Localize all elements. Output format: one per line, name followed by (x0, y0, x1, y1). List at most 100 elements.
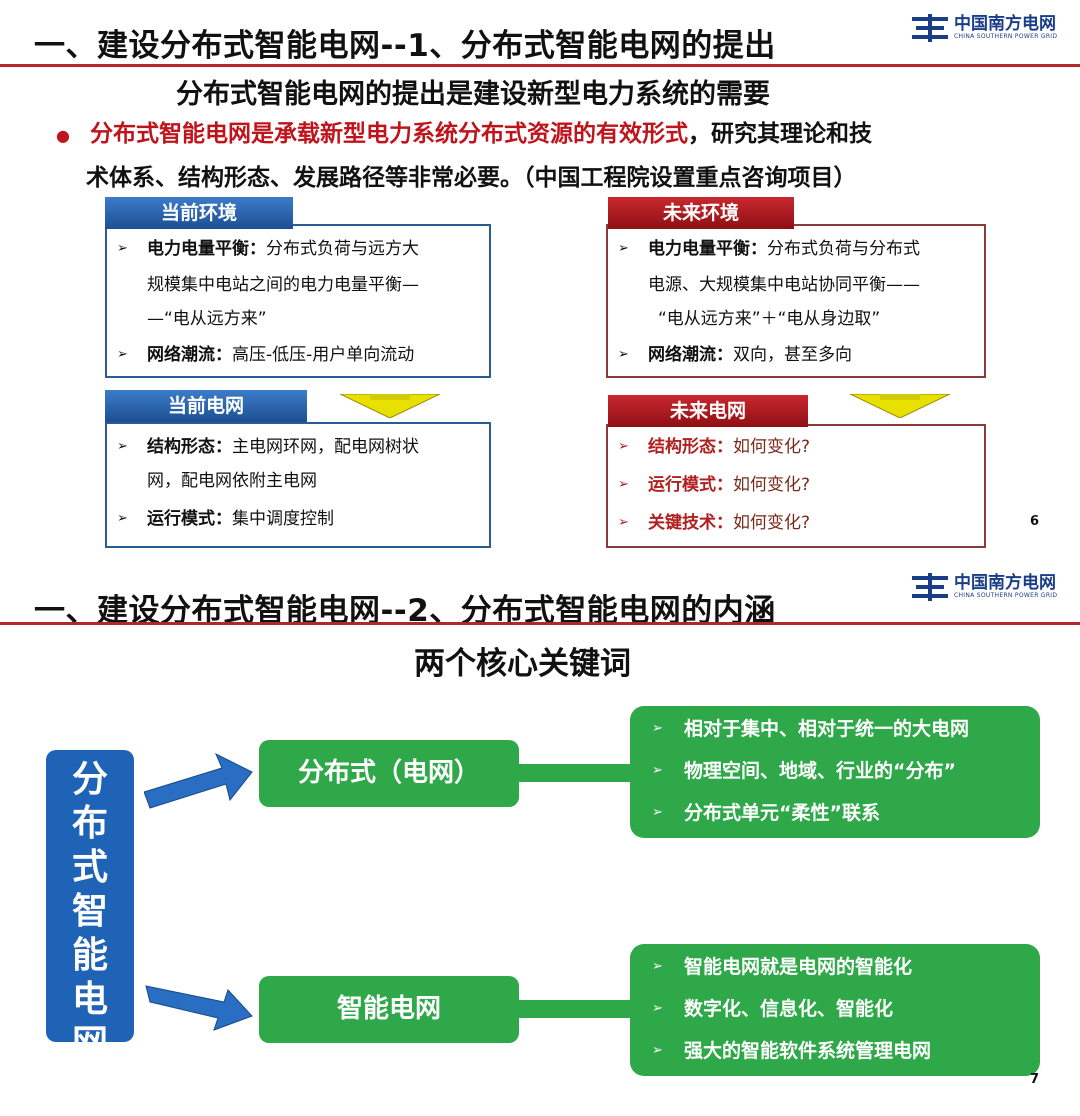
item-text: “电从远方来”＋“电从身边取” (658, 309, 881, 329)
arrowhead-bullet-icon: ➢ (652, 721, 663, 736)
keyword-smart-grid-label: 智能电网 (336, 994, 441, 1024)
item-label: 运行模式 (648, 475, 716, 495)
point-text: 智能电网就是电网的智能化 (684, 956, 913, 978)
tile-char: 式 (71, 847, 108, 888)
arrowhead-bullet-icon: ➢ (652, 805, 663, 820)
item-text: 电源、大规模集中电站协同平衡—— (648, 275, 920, 295)
logo-csg-bottom: 中国南方电网 CHINA SOUTHERN POWER GRID (912, 573, 1057, 601)
logo-csg-top: 中国南方电网 CHINA SOUTHERN POWER GRID (912, 14, 1057, 42)
item-label: 网络潮流 (147, 345, 215, 365)
title-rule-bottom (0, 622, 1080, 625)
point-text: 强大的智能软件系统管理电网 (684, 1040, 932, 1062)
arrowhead-bullet-icon: ➢ (652, 959, 663, 974)
page-number-6: 6 (1030, 514, 1040, 529)
tile-char: 智 (71, 891, 108, 932)
point-text: 分布式单元“柔性”联系 (684, 802, 880, 824)
future-grid-item-1: ➢ 结构形态：如何变化? (618, 430, 810, 464)
arrowhead-bullet-icon: ➢ (618, 439, 629, 454)
arrowhead-bullet-icon: ➢ (618, 347, 629, 362)
item-sep: ： (215, 345, 232, 365)
future-grid-item-3: ➢ 关键技术：如何变化? (618, 506, 810, 540)
tile-char: 分 (71, 759, 108, 800)
keyword-distributed-label: 分布式（电网） (297, 758, 480, 788)
keyword-smart-grid-box: 智能电网 (259, 976, 519, 1043)
future-grid-tag: 未来电网 (608, 395, 808, 427)
distributed-smart-grid-tile: 分 布 式 智 能 电 网 (46, 750, 134, 1064)
point-row: ➢ 相对于集中、相对于统一的大电网 (630, 708, 1040, 750)
arrowhead-bullet-icon: ➢ (117, 439, 128, 454)
arrowhead-bullet-icon: ➢ (618, 477, 629, 492)
arrowhead-bullet-icon: ➢ (618, 241, 629, 256)
keyword-smart-grid-points: ➢智能电网就是电网的智能化 ➢数字化、信息化、智能化 ➢强大的智能软件系统管理电… (630, 944, 1040, 1076)
item-text: 如何变化? (733, 513, 811, 533)
tile-char: 电 (71, 979, 108, 1020)
current-env-tag: 当前环境 (105, 197, 293, 229)
future-env-item-2: ➢ 网络潮流：双向，甚至多向 (618, 338, 983, 372)
current-env-panel: ➢ 电力电量平衡：分布式负荷与远方大 规模集中电站之间的电力电量平衡— —“电从… (105, 224, 491, 378)
slide1-subtitle: 分布式智能电网的提出是建设新型电力系统的需要 (176, 79, 770, 110)
connector-2 (519, 1000, 631, 1018)
item-label: 运行模式 (147, 509, 215, 529)
csg-logo-icon (912, 573, 948, 601)
item-text: 网，配电网依附主电网 (147, 471, 317, 491)
item-sep: ： (716, 345, 733, 365)
current-env-item-1: ➢ 电力电量平衡：分布式负荷与远方大 (117, 232, 487, 266)
future-env-tag: 未来环境 (608, 197, 794, 229)
yellow-down-arrow-icon (850, 394, 950, 418)
current-grid-item-1: ➢ 结构形态：主电网环网，配电网树状 (117, 430, 487, 464)
current-grid-tag: 当前电网 (105, 390, 307, 422)
intro-line-1: ●分布式智能电网是承载新型电力系统分布式资源的有效形式，研究其理论和技 (56, 114, 872, 148)
point-text: 相对于集中、相对于统一的大电网 (684, 718, 970, 740)
tile-char: 布 (71, 803, 108, 844)
current-grid-item-2: ➢ 运行模式：集中调度控制 (117, 502, 487, 536)
item-text: 规模集中电站之间的电力电量平衡— (147, 275, 419, 295)
item-label: 结构形态 (648, 437, 716, 457)
blue-right-arrow-icon (145, 985, 253, 1031)
tile-char: 网 (71, 1023, 108, 1064)
point-row: ➢ 分布式单元“柔性”联系 (630, 792, 1040, 834)
page-number-7: 7 (1030, 1072, 1040, 1087)
item-sep: ： (249, 239, 266, 259)
keyword-distributed-box: 分布式（电网） (259, 740, 519, 807)
connector-1 (519, 764, 631, 782)
intro-line-2: 术体系、结构形态、发展路径等非常必要。（中国工程院设置重点咨询项目） (86, 165, 857, 191)
future-grid-item-2: ➢ 运行模式：如何变化? (618, 468, 810, 502)
item-sep: ： (716, 437, 733, 457)
point-row: ➢强大的智能软件系统管理电网 (630, 1030, 1040, 1072)
future-env-item-1: ➢ 电力电量平衡：分布式负荷与分布式 (618, 232, 983, 266)
logo-name-en: CHINA SOUTHERN POWER GRID (954, 592, 1058, 599)
intro-red-text: 分布式智能电网是承载新型电力系统分布式资源的有效形式 (89, 121, 688, 147)
future-env-item-1-line2: 电源、大规模集中电站协同平衡—— (648, 268, 920, 302)
item-text: 双向，甚至多向 (733, 345, 852, 365)
item-text: 集中调度控制 (232, 509, 334, 529)
item-sep: ： (215, 437, 232, 457)
current-env-item-1-line3: —“电从远方来” (147, 302, 267, 336)
arrowhead-bullet-icon: ➢ (652, 1001, 663, 1016)
item-text: 分布式负荷与远方大 (266, 239, 419, 259)
current-env-item-1-line2: 规模集中电站之间的电力电量平衡— (147, 268, 419, 302)
arrowhead-bullet-icon: ➢ (618, 515, 629, 530)
point-row: ➢数字化、信息化、智能化 (630, 988, 1040, 1030)
item-label: 电力电量平衡 (648, 239, 750, 259)
item-label: 关键技术 (648, 513, 716, 533)
item-text: 高压-低压-用户单向流动 (232, 345, 415, 365)
logo-name-en: CHINA SOUTHERN POWER GRID (954, 33, 1058, 40)
item-sep: ： (750, 239, 767, 259)
point-row: ➢物理空间、地域、行业的“分布” (630, 750, 1040, 792)
current-grid-panel: ➢ 结构形态：主电网环网，配电网树状 网，配电网依附主电网 ➢ 运行模式：集中调… (105, 422, 491, 548)
point-text: 物理空间、地域、行业的“分布” (684, 760, 956, 782)
intro-rest-text: ，研究其理论和技 (687, 121, 872, 147)
item-label: 结构形态 (147, 437, 215, 457)
item-label: 网络潮流 (648, 345, 716, 365)
item-text: 主电网环网，配电网树状 (232, 437, 419, 457)
item-sep: ： (716, 475, 733, 495)
title-rule-top (0, 64, 1080, 67)
current-env-item-2: ➢ 网络潮流：高压-低压-用户单向流动 (117, 338, 487, 372)
slide1-title: 一、建设分布式智能电网--1、分布式智能电网的提出 (34, 28, 776, 64)
item-text: 如何变化? (733, 437, 811, 457)
keyword-distributed-points: ➢ 相对于集中、相对于统一的大电网 ➢物理空间、地域、行业的“分布” ➢ 分布式单元… (630, 706, 1040, 838)
arrowhead-bullet-icon: ➢ (117, 241, 128, 256)
item-sep: ： (716, 513, 733, 533)
point-row: ➢ 智能电网就是电网的智能化 (630, 946, 1040, 988)
item-text: —“电从远方来” (147, 309, 267, 329)
